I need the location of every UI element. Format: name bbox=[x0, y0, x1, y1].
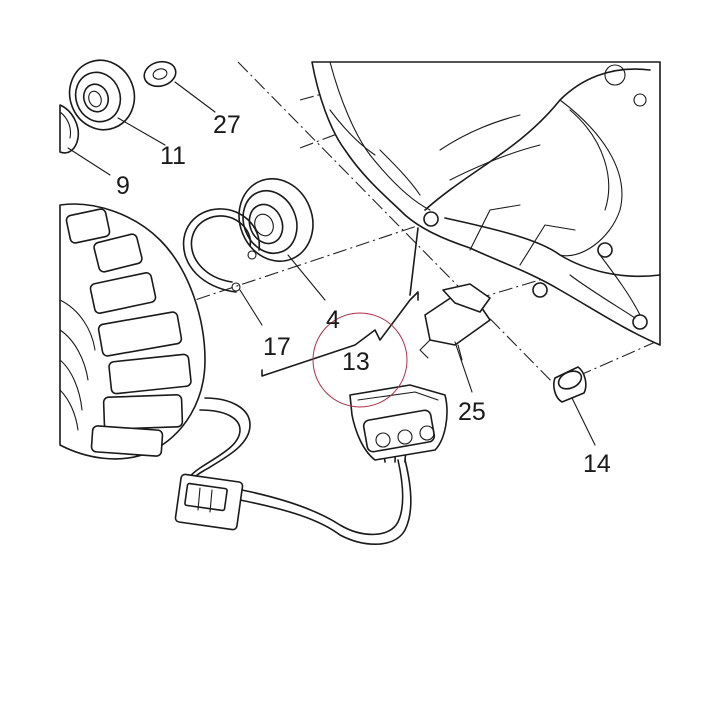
shaft-9 bbox=[59, 104, 80, 154]
callout-labels: 27 11 9 4 17 13 25 14 bbox=[116, 111, 611, 478]
callout-13: 13 bbox=[342, 348, 370, 376]
callout-4: 4 bbox=[326, 306, 340, 334]
bearing-11 bbox=[68, 59, 136, 131]
leader-lines bbox=[67, 81, 596, 446]
circlip-17 bbox=[182, 208, 261, 293]
highlight-circle-13 bbox=[312, 312, 408, 408]
group-bracket bbox=[261, 227, 419, 377]
callout-17: 17 bbox=[263, 333, 291, 361]
callout-27: 27 bbox=[213, 111, 241, 139]
crankcase-housing bbox=[311, 61, 661, 346]
bracket-25 bbox=[419, 283, 491, 361]
bearing-4 bbox=[238, 177, 314, 263]
callout-11: 11 bbox=[160, 142, 186, 170]
callout-9: 9 bbox=[116, 172, 130, 200]
dowel-pin-14 bbox=[553, 366, 587, 403]
harness-connector-main bbox=[349, 384, 448, 461]
stator-assembly bbox=[59, 203, 206, 460]
callout-25: 25 bbox=[458, 398, 486, 426]
harness-connector-small bbox=[174, 473, 244, 531]
washer-27 bbox=[143, 60, 177, 88]
callout-14: 14 bbox=[583, 450, 611, 478]
